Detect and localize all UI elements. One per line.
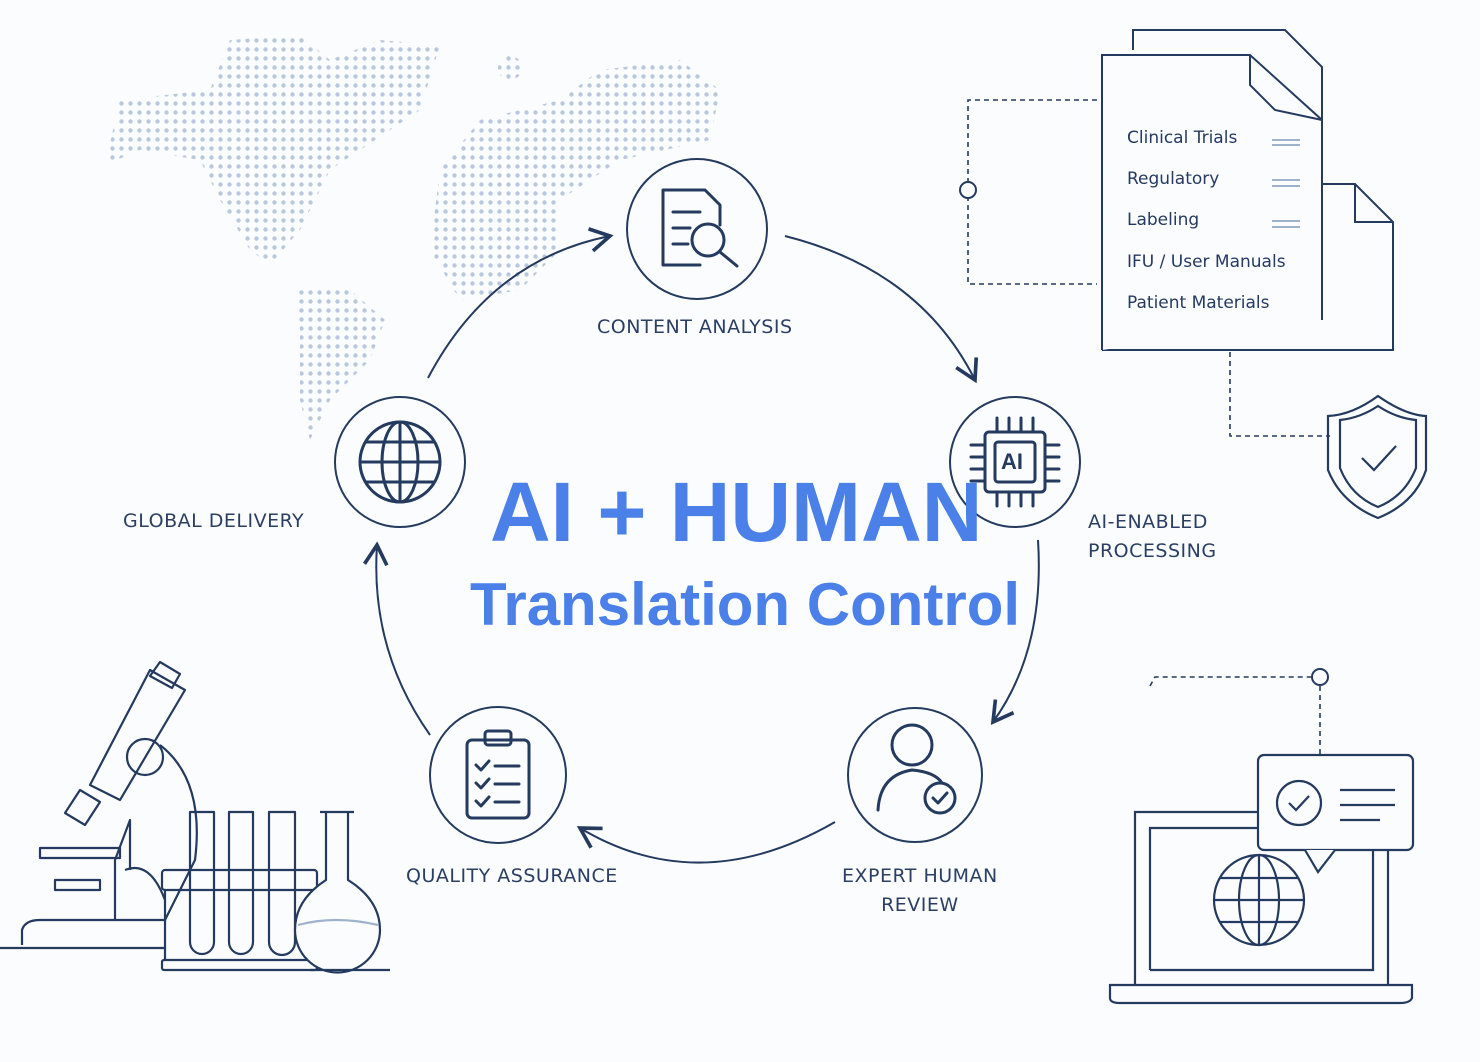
content-analysis-node: [626, 158, 768, 300]
document-stack-illustration: [1101, 29, 1394, 351]
ai-chip-icon: [969, 416, 1061, 508]
shield-check-icon: [1326, 394, 1428, 520]
expert-check-icon: [876, 723, 957, 815]
label-line: EXPERT HUMAN: [842, 865, 998, 887]
document-type-item: Regulatory: [1127, 169, 1220, 189]
step-label-global-delivery: GLOBAL DELIVERY: [123, 510, 305, 532]
step-label-ai-processing: AI-ENABLED PROCESSING: [1088, 508, 1217, 566]
laptop-translation-illustration: [1108, 753, 1415, 1005]
document-search-icon: [661, 188, 739, 268]
connector-node: [1311, 668, 1329, 686]
expert-review-node: [847, 707, 983, 843]
label-line: REVIEW: [881, 894, 959, 916]
cycle: [334, 158, 1081, 864]
connector-node: [959, 181, 977, 199]
step-label-quality-assurance: QUALITY ASSURANCE: [406, 865, 618, 887]
step-label-expert-review: EXPERT HUMAN REVIEW: [842, 862, 998, 920]
globe-icon: [358, 420, 442, 504]
label-line: AI-ENABLED: [1088, 511, 1208, 533]
arrow-expert-to-qa: [576, 821, 836, 864]
document-type-item: Clinical Trials: [1127, 128, 1238, 148]
ai-chip-text: AI: [1001, 449, 1023, 474]
arrow-global-to-content: [427, 227, 614, 379]
main-title: AI + HUMAN: [490, 465, 983, 559]
subtitle: Translation Control: [470, 571, 1021, 638]
ai-processing-node: [949, 396, 1081, 528]
label-line: PROCESSING: [1088, 540, 1217, 562]
document-type-item: IFU / User Manuals: [1127, 252, 1286, 272]
arrow-content-to-ai: [784, 235, 979, 384]
lab-equipment-illustration: [0, 660, 390, 974]
global-delivery-node: [334, 396, 466, 528]
document-type-item: Patient Materials: [1127, 293, 1270, 313]
step-label-content-analysis: CONTENT ANALYSIS: [597, 316, 793, 338]
world-map-dots: [105, 35, 720, 440]
checklist-icon: [465, 729, 531, 820]
arrow-ai-to-expert: [990, 539, 1040, 725]
quality-assurance-node: [429, 706, 567, 844]
document-type-item: Labeling: [1127, 210, 1200, 230]
arrow-qa-to-global: [363, 541, 431, 736]
